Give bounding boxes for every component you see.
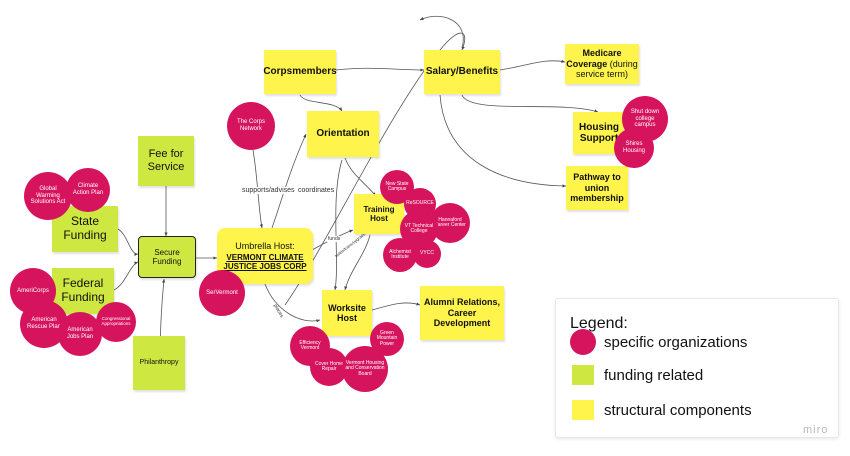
sticky-federal-label: Federal Funding: [61, 276, 105, 304]
legend-title: Legend:: [570, 315, 628, 332]
sticky-worksite-label: Worksite Host: [328, 302, 366, 323]
edge-salary-medicare: [499, 59, 566, 71]
edge-corpsmembers-orientation: [299, 94, 343, 112]
edge-orientation-worksite: [334, 159, 343, 291]
sticky-alumni-relations[interactable]: Alumni Relations, Career Development: [420, 286, 504, 340]
org-shires-housing[interactable]: Shires Housing: [614, 128, 654, 168]
edge-salary-pathway: [439, 94, 567, 188]
sticky-orientation[interactable]: Orientation: [307, 111, 379, 157]
sticky-pathway-union[interactable]: Pathway to union membership: [566, 166, 628, 210]
sticky-pathway-label: Pathway to union membership: [570, 172, 624, 204]
legend-item-label: structural components: [604, 401, 752, 419]
legend-swatch-green: [572, 365, 594, 385]
org-alchemist-institute[interactable]: Alchemist Institute: [383, 238, 417, 272]
sticky-alumni-label: Alumni Relations, Career Development: [423, 297, 500, 329]
sticky-medicare-label: Medicare Coverage (during service term): [565, 48, 639, 79]
sticky-fee-label: Fee for Service: [147, 148, 185, 173]
sticky-salary-label: Salary/Benefits: [425, 66, 499, 78]
sticky-state-label: State Funding: [63, 214, 107, 242]
legend-panel: Legend: specific organizations funding r…: [555, 298, 839, 438]
miro-watermark: miro: [803, 424, 829, 436]
edge-label-coordinates: coordinates: [297, 187, 336, 194]
org-congressional-appropriations[interactable]: Congressional Appropriations: [96, 302, 136, 342]
sticky-training-label: Training Host: [363, 204, 395, 223]
edge-salary-housing: [461, 94, 599, 113]
legend-swatch-yellow: [572, 400, 594, 420]
legend-item-label: funding related: [604, 366, 704, 384]
sticky-salary-benefits[interactable]: Salary/Benefits: [424, 50, 500, 94]
sticky-corpsmembers-label: Corpsmembers: [263, 66, 337, 78]
sticky-worksite-host[interactable]: Worksite Host: [322, 290, 372, 336]
sticky-philanthropy[interactable]: Philanthropy: [133, 336, 185, 390]
sticky-fee-for-service[interactable]: Fee for Service: [138, 136, 194, 186]
edge-training-worksite: [344, 234, 371, 291]
sticky-corpsmembers[interactable]: Corpsmembers: [263, 50, 337, 94]
legend-swatch-circle: [570, 329, 596, 355]
sticky-secure-label: Secure Funding: [152, 247, 182, 266]
edge-corpsmembers-salary: [335, 67, 425, 72]
legend-item-funding: funding related: [570, 365, 703, 385]
sticky-orientation-label: Orientation: [316, 128, 370, 140]
org-american-jobs-plan[interactable]: American Jobs Plan: [58, 312, 102, 356]
edge-worksite-alumni: [371, 302, 421, 311]
edge-state-secure: [117, 228, 139, 257]
edge-label-funds: funds: [327, 236, 342, 242]
org-corps-network[interactable]: The Corps Network: [227, 102, 275, 150]
umbrella-host-name: VERMONT CLIMATE JUSTICE JOBS CORP: [223, 252, 307, 272]
edge-salary-loop: [419, 15, 464, 49]
sticky-secure-funding[interactable]: Secure Funding: [138, 236, 196, 278]
edge-federal-secure: [113, 261, 139, 291]
org-global-warming-act[interactable]: Global Warming Solutions Act: [24, 172, 72, 220]
sticky-philanthropy-label: Philanthropy: [139, 358, 179, 366]
org-climate-action-plan[interactable]: Climate Action Plan: [66, 168, 110, 212]
sticky-housing-label: Housing Support: [579, 121, 619, 145]
legend-item-structural: structural components: [570, 400, 752, 420]
edge-orientation-training: [344, 157, 377, 197]
edge-label-supports: supports/advises: [241, 187, 296, 194]
org-vycc[interactable]: VYCC: [413, 240, 441, 268]
edge-umbrella-worksite: [264, 283, 321, 323]
medicare-bold: Medicare Coverage: [566, 48, 622, 69]
legend-item-organizations: specific organizations: [570, 329, 747, 355]
sticky-umbrella-host[interactable]: Umbrella Host: VERMONT CLIMATE JUSTICE J…: [217, 228, 313, 284]
sticky-medicare[interactable]: Medicare Coverage (during service term): [565, 44, 639, 84]
medicare-rest: (during service term): [575, 58, 638, 80]
org-vermont-housing-conservation-board[interactable]: Vermont Housing and Conservation Board: [342, 346, 388, 392]
sticky-federal-funding[interactable]: Federal Funding: [52, 268, 114, 314]
umbrella-host-prefix: Umbrella Host:: [235, 240, 295, 251]
org-cover-home-repair[interactable]: Cover Home Repair: [310, 348, 348, 386]
edge-umbrella-orientation: [271, 133, 307, 229]
legend-item-label: specific organizations: [604, 333, 748, 351]
org-hannaford-career-center[interactable]: Hannaford Career Center: [430, 203, 470, 243]
org-servermont[interactable]: SerVermont: [199, 270, 245, 316]
